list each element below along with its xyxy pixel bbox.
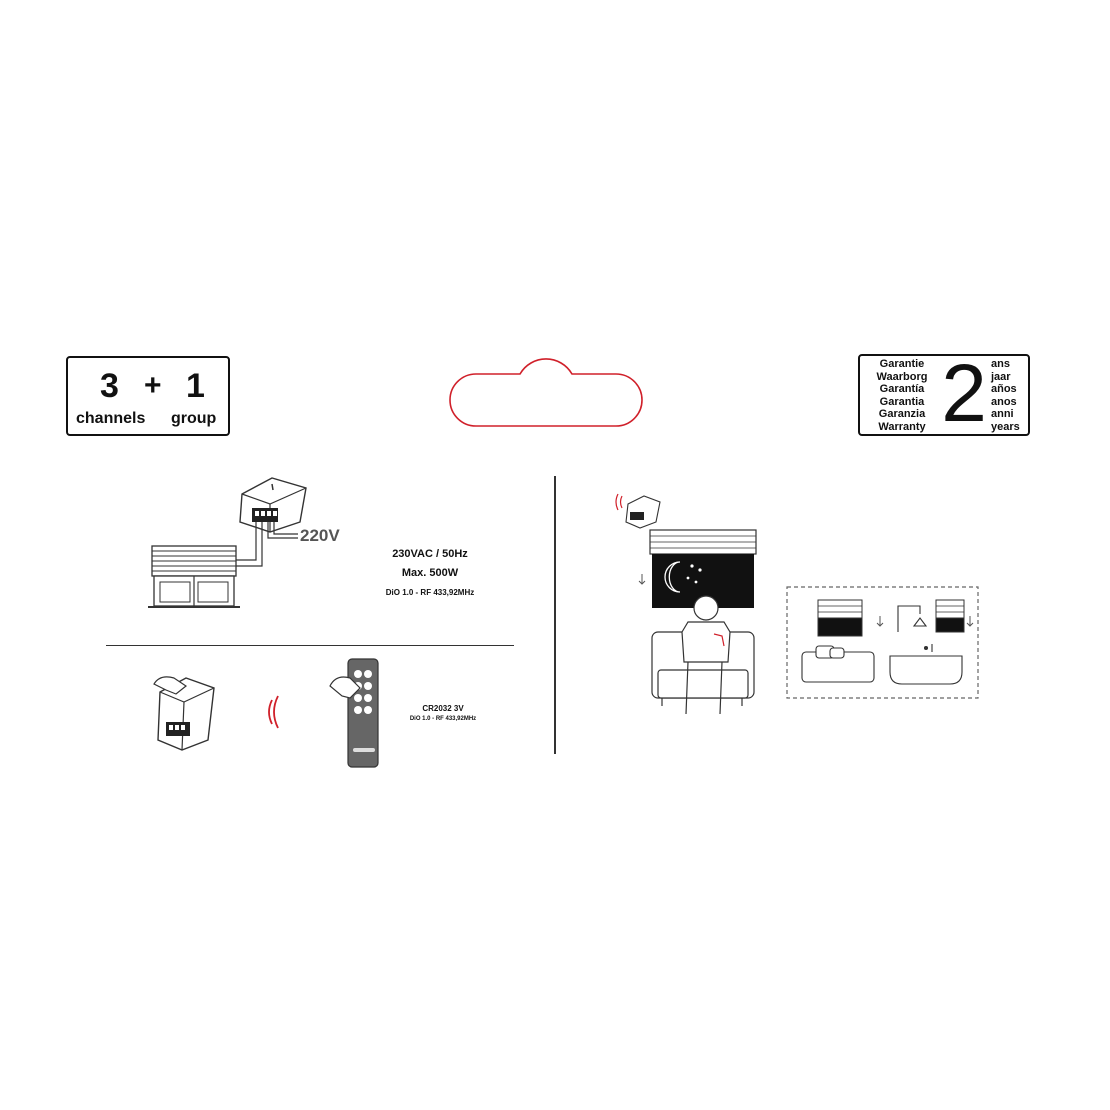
pairing-rf-protocol: DiO 1.0 - RF 433,92MHz [409,716,477,722]
spec-max-power: Max. 500W [401,567,459,579]
bed-icon [801,645,875,683]
remote-control-icon [347,658,379,768]
shutter-box [649,529,757,555]
receiver-module-icon [239,477,307,533]
wiring-illustration [148,477,307,608]
down-arrow-icon [876,616,884,627]
warranty-badge: Garantie Waarborg Garantía Garantia Gara… [858,350,1030,438]
down-arrow-icon [638,574,646,585]
plus-sign: + [144,369,162,402]
pairing-illustration [153,658,379,768]
vertical-divider [554,476,556,754]
channels-label: channels [76,410,146,427]
group-count: 1 [186,367,205,405]
warranty-right-labels: ans jaar años anos anni years [991,358,1020,433]
bedroom-shutter-icon [817,599,863,637]
stars-icon [686,564,702,584]
down-arrow-icon [966,616,974,627]
battery-label: CR2032 3V [422,704,464,713]
radio-waves-icon [268,695,279,729]
hand-icon [329,676,361,699]
horizontal-divider [106,645,514,646]
channels-count: 3 [100,367,119,405]
channels-group-badge: 3 + 1 channels group [66,356,230,436]
hand-icon [153,676,188,695]
shutter-window-icon [148,545,240,608]
wires [236,522,298,567]
receiver-module-icon [625,495,661,529]
warranty-left-labels: Garantie Waarborg Garantía Garantia Gara… [876,358,928,433]
spec-rf-protocol: DiO 1.0 - RF 433,92MHz [385,588,475,597]
brand-cloud-logo [449,358,643,427]
warranty-years-number: 2 [941,348,987,439]
person-on-sofa-icon [651,595,755,715]
rooms-dashed-box [786,586,979,699]
spec-voltage-frequency: 230VAC / 50Hz [392,548,468,560]
receiver-module-icon [157,677,215,751]
rooms-group-illustration [786,586,979,699]
radio-waves-icon [615,493,623,511]
bathtub-icon [889,605,963,685]
group-label: group [171,410,217,427]
bathroom-shutter-icon [935,599,965,633]
night-scene-illustration [615,493,757,715]
voltage-label: 220V [300,526,340,545]
moon-icon [664,561,681,593]
